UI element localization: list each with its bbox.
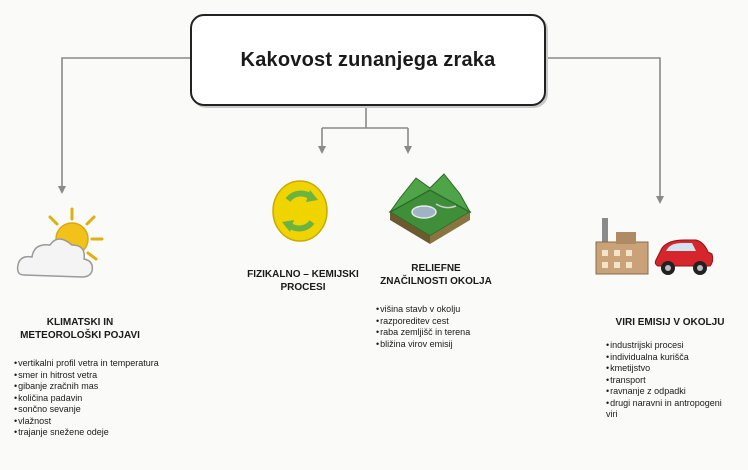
heading-line: RELIEFNE <box>411 263 461 274</box>
terrain-icon <box>388 173 472 244</box>
list-item: razporeditev cest <box>376 316 516 328</box>
relief-heading: RELIEFNE ZNAČILNOSTI OKOLJA <box>366 262 506 288</box>
list-item: gibanje zračnih mas <box>14 381 164 393</box>
heading-line: KLIMATSKI IN <box>46 317 114 328</box>
list-item: sončno sevanje <box>14 404 164 416</box>
climate-list: vertikalni profil vetra in temperatura s… <box>14 358 164 439</box>
list-item: vertikalni profil vetra in temperatura <box>14 358 164 370</box>
list-item: individualna kurišča <box>606 352 728 364</box>
list-item: industrijski procesi <box>606 340 728 352</box>
list-item: trajanje snežene odeje <box>14 427 164 439</box>
list-item: drugi naravni in antropogeni viri <box>606 398 728 421</box>
heading-line: VIRI EMISIJ V OKOLJU <box>615 317 725 328</box>
list-item: vlažnost <box>14 416 164 428</box>
sun-cloud-icon <box>16 207 104 278</box>
heading-line: PROCESI <box>280 282 326 293</box>
list-item: višina stavb v okolju <box>376 304 516 316</box>
list-item: smer in hitrost vetra <box>14 370 164 382</box>
list-item: količina padavin <box>14 393 164 405</box>
heading-line: METEOROLOŠKI POJAVI <box>20 330 140 341</box>
list-item: raba zemljišč in terena <box>376 327 516 339</box>
emissions-list: industrijski procesi individualna kurišč… <box>606 340 728 421</box>
connector-to-climate <box>58 57 190 194</box>
heading-line: FIZIKALNO – KEMIJSKI <box>247 269 359 280</box>
emissions-heading: VIRI EMISIJ V OKOLJU <box>598 316 742 329</box>
relief-list: višina stavb v okolju razporeditev cest … <box>376 304 516 350</box>
list-item: ravnanje z odpadki <box>606 386 728 398</box>
list-item: transport <box>606 375 728 387</box>
physchem-heading: FIZIKALNO – KEMIJSKI PROCESI <box>218 268 388 294</box>
list-item: kmetijstvo <box>606 363 728 375</box>
factory-car-icon <box>595 218 714 275</box>
list-item: bližina virov emisij <box>376 339 516 351</box>
connector-to-emissions <box>542 57 664 204</box>
recycle-icon <box>272 180 328 242</box>
climate-heading: KLIMATSKI IN METEOROLOŠKI POJAVI <box>10 316 150 342</box>
central-title: Kakovost zunanjega zraka <box>240 48 496 71</box>
central-node: Kakovost zunanjega zraka <box>190 14 546 106</box>
heading-line: ZNAČILNOSTI OKOLJA <box>380 276 492 287</box>
